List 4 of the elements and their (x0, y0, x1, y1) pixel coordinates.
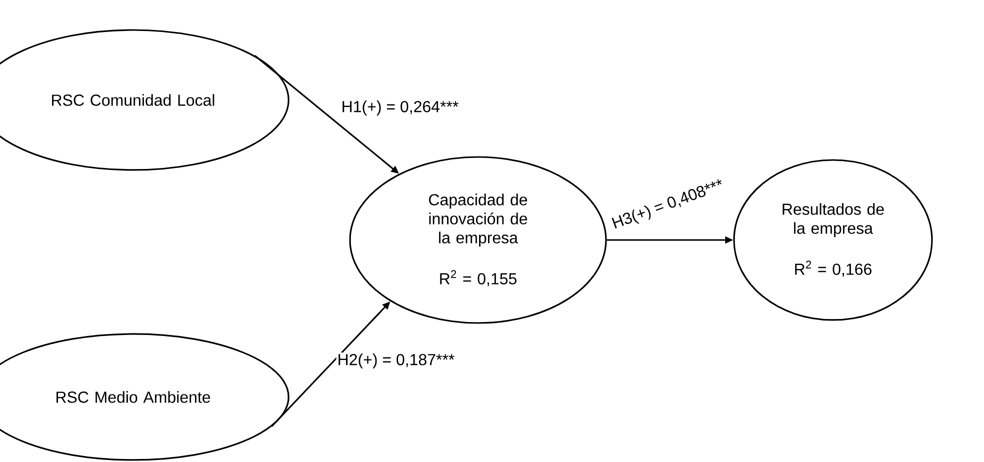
edge-label: H1(+) = 0,264*** (340, 100, 460, 116)
ellipse-node: Capacidad de innovación de la empresa R$^{2}$ = 0,155 (349, 156, 607, 324)
edge-label: H2(+) = 0,187*** (336, 352, 456, 370)
ellipse-node: Resultados de la empresa R$^{2}$ = 0,166 (733, 159, 933, 321)
